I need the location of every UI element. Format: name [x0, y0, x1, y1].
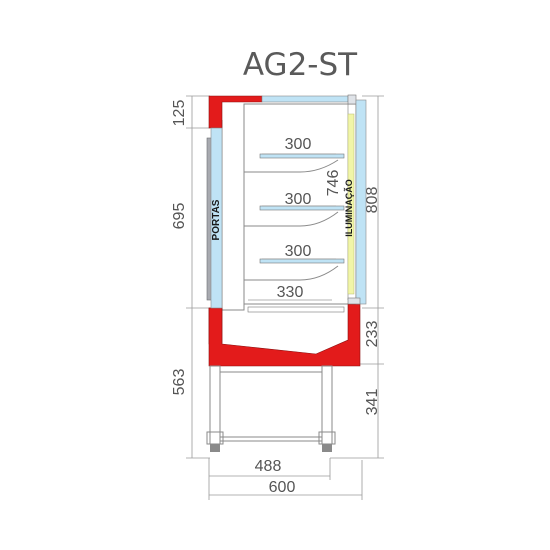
- shelf-brackets: [243, 159, 339, 281]
- dim-left-bottom: 563: [171, 369, 188, 396]
- rear-door-glass: [210, 127, 223, 309]
- dim-depth-inner: 488: [255, 458, 282, 475]
- red-base: [208, 303, 361, 367]
- shelf-3-depth: 300: [285, 243, 312, 260]
- shelves: [247, 153, 345, 313]
- model-title: AG2-ST: [243, 47, 358, 83]
- dim-right-base: 233: [364, 321, 381, 348]
- dim-right-legs: 341: [364, 389, 381, 416]
- doors-label: PORTAS: [211, 199, 222, 240]
- shelf-1-depth: 300: [285, 136, 312, 153]
- dim-left-mid: 695: [171, 203, 188, 230]
- red-body: [208, 95, 361, 367]
- left-foot: [210, 444, 220, 452]
- dim-depth-total: 600: [269, 479, 296, 496]
- left-dimension-lines: [186, 95, 210, 459]
- right-foot: [322, 444, 332, 452]
- bottom-deck: [247, 306, 345, 313]
- dim-right-total: 808: [364, 187, 381, 214]
- dim-right-shelf-height: 746: [325, 170, 342, 197]
- shelf-2-depth: 300: [285, 191, 312, 208]
- red-top-left: [208, 95, 263, 129]
- dim-left-top: 125: [171, 100, 188, 127]
- top-hinge: [347, 94, 357, 105]
- top-glass-panel: [261, 95, 349, 103]
- bottom-dimension-lines: [208, 458, 363, 500]
- shelf-dim-lines: [248, 153, 336, 301]
- shelf-1: [259, 153, 345, 159]
- front-glass-door: [355, 99, 367, 305]
- stand: [206, 365, 336, 452]
- door-bottom-cap: [347, 297, 361, 305]
- lighting-strip: [347, 113, 355, 295]
- bottom-shelf-depth: 330: [277, 284, 304, 301]
- lighting-label: ILUMINAÇÃO: [344, 179, 354, 237]
